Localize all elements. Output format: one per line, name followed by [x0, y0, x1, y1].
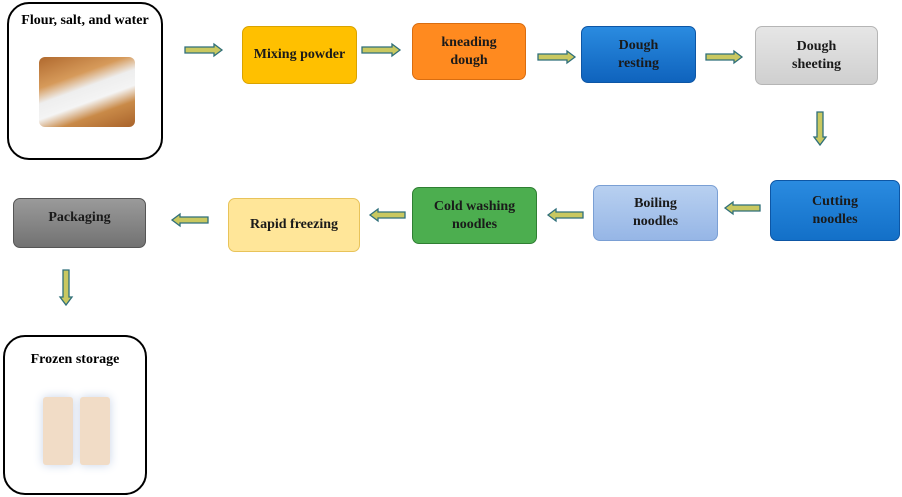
flow-arrow: [58, 269, 74, 307]
flow-arrow: [705, 49, 744, 65]
end-label: Frozen storage: [30, 352, 120, 367]
step-kneading-dough: kneading dough: [412, 23, 526, 80]
flow-arrow: [537, 49, 577, 65]
step-dough-sheeting: Dough sheeting: [755, 26, 878, 85]
step-mixing-powder: Mixing powder: [242, 26, 357, 84]
step-rapid-freezing: Rapid freezing: [228, 198, 360, 252]
step-boiling-noodles: Boiling noodles: [593, 185, 718, 241]
flow-arrow: [546, 207, 584, 223]
noodle-block-image: [43, 397, 73, 465]
noodle-block-image: [80, 397, 110, 465]
start-node-flour: Flour, salt, and water: [7, 2, 163, 160]
step-cold-washing-noodles: Cold washing noodles: [412, 187, 537, 244]
step-dough-resting: Dough resting: [581, 26, 696, 83]
flow-arrow: [812, 111, 828, 147]
flour-image: [39, 57, 135, 127]
flow-arrow: [170, 212, 209, 228]
start-label: Flour, salt, and water: [21, 13, 149, 28]
step-cutting-noodles: Cutting noodles: [770, 180, 900, 241]
flow-arrow: [368, 207, 406, 223]
step-packaging: Packaging: [13, 198, 146, 248]
end-node-frozen-storage: Frozen storage: [3, 335, 147, 495]
flow-arrow: [361, 42, 402, 58]
flow-arrow: [184, 42, 224, 58]
flow-arrow: [723, 200, 761, 216]
